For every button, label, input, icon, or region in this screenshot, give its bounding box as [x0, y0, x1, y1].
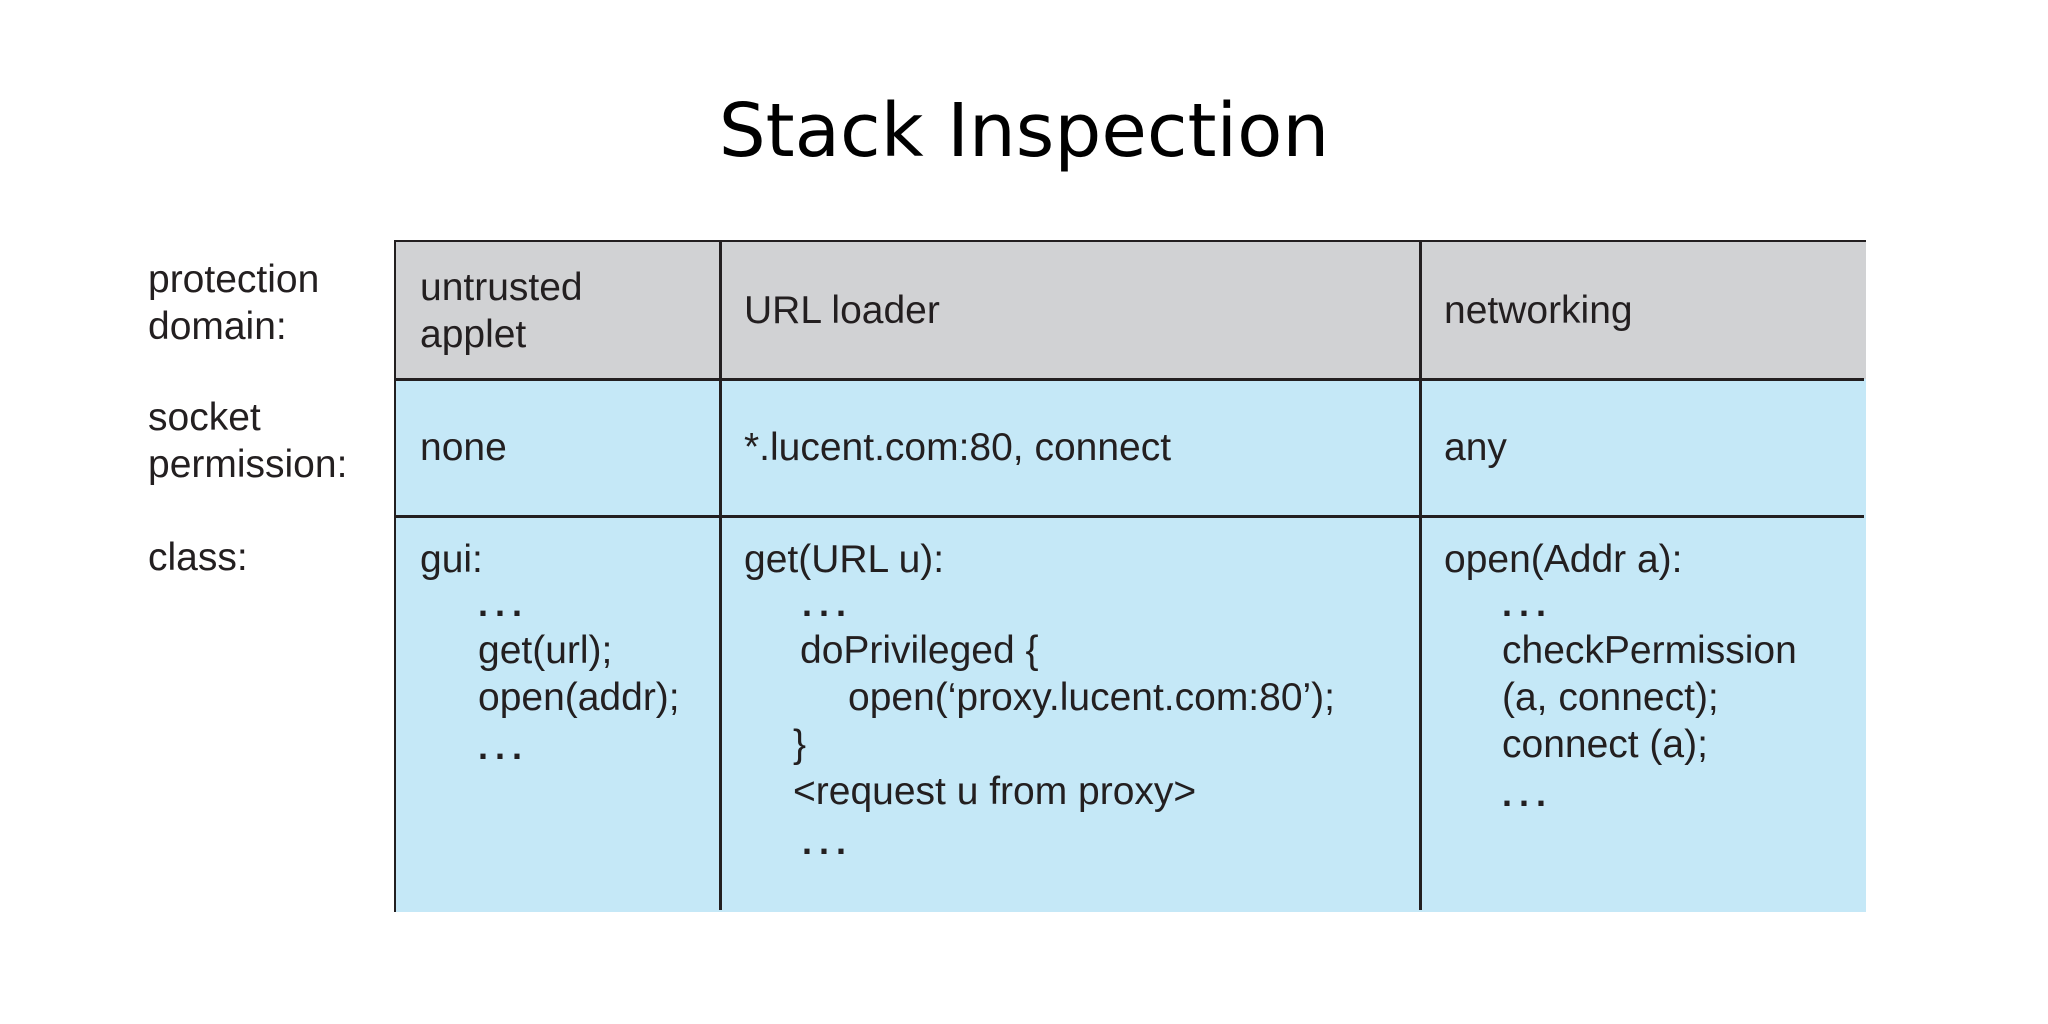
code-line: <request u from proxy>	[793, 770, 1197, 813]
slide-title: Stack Inspection	[718, 88, 1330, 174]
permission-cell-untrusted-applet: none	[396, 379, 720, 516]
code-header: open(Addr a):	[1444, 538, 1683, 581]
divider-vertical	[1419, 242, 1422, 910]
label-protection-domain: protection domain:	[148, 258, 320, 348]
code-line: get(url);	[478, 629, 613, 672]
ellipsis: ...	[802, 583, 854, 624]
label-class: class:	[148, 536, 248, 579]
divider-vertical	[719, 242, 722, 910]
code-line: (a, connect);	[1502, 676, 1719, 719]
label-socket-permission: socket permission:	[148, 396, 348, 486]
code-line: doPrivileged {	[800, 629, 1039, 672]
ellipsis: ...	[1502, 583, 1554, 624]
code-line: open(addr);	[478, 676, 680, 719]
code-header: get(URL u):	[744, 538, 945, 581]
code-line: }	[793, 723, 807, 766]
divider-horizontal	[396, 378, 1864, 381]
code-line: checkPermission	[1502, 629, 1797, 672]
ellipsis: ...	[478, 583, 530, 624]
domain-cell-networking: networking	[1420, 242, 1866, 379]
code-line: open(‘proxy.lucent.com:80’);	[848, 676, 1336, 719]
ellipsis: ...	[1502, 773, 1554, 814]
divider-horizontal	[396, 515, 1864, 518]
class-cell-url-loader: get(URL u): ... doPrivileged { open(‘pro…	[720, 516, 1420, 912]
domain-cell-url-loader: URL loader	[720, 242, 1420, 379]
permission-cell-url-loader: *.lucent.com:80, connect	[720, 379, 1420, 516]
stack-inspection-table: untrusted applet URL loader networking n…	[394, 240, 1866, 912]
permission-cell-networking: any	[1420, 379, 1866, 516]
domain-cell-untrusted-applet: untrusted applet	[396, 242, 720, 379]
ellipsis: ...	[802, 821, 854, 862]
code-line: connect (a);	[1502, 723, 1708, 766]
class-cell-untrusted-applet: gui: ... get(url); open(addr); ...	[396, 516, 720, 912]
code-header: gui:	[420, 538, 483, 581]
class-cell-networking: open(Addr a): ... checkPermission (a, co…	[1420, 516, 1866, 912]
ellipsis: ...	[478, 726, 530, 767]
